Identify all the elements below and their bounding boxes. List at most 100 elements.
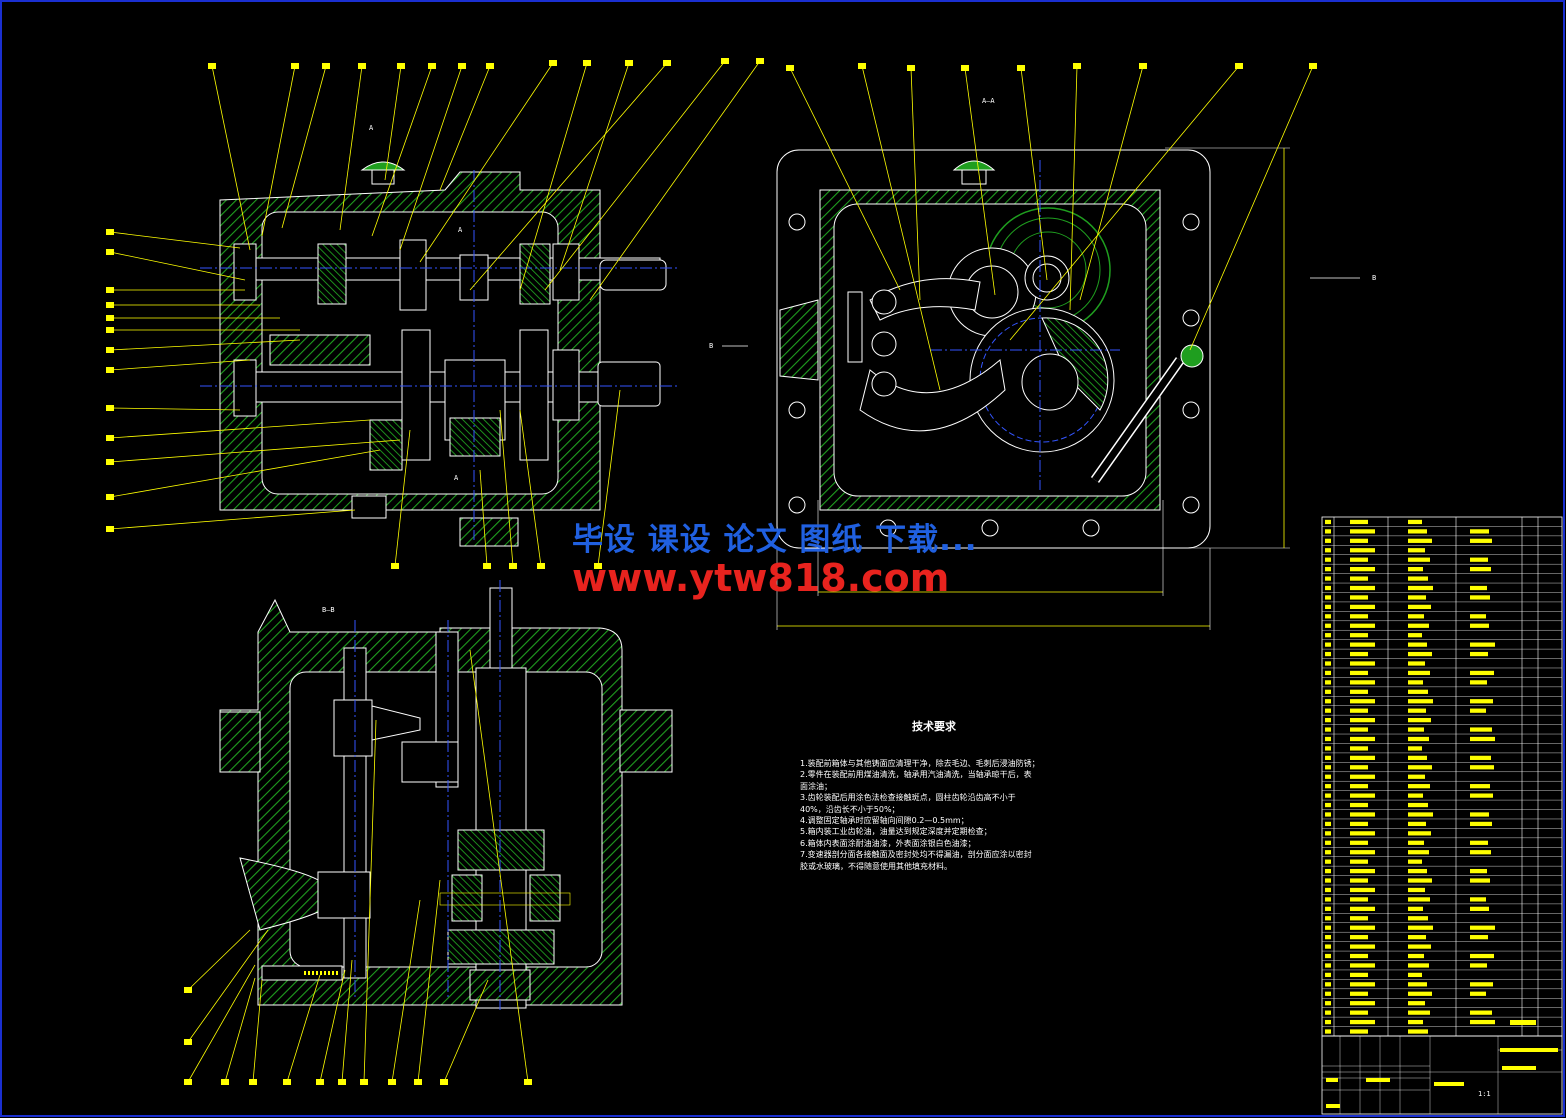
bom-cell-text [1408, 991, 1432, 996]
title-block-scale: 1:1 [1478, 1090, 1491, 1098]
parts-list-table [1321, 516, 1563, 1115]
bom-index [1325, 944, 1331, 949]
bom-index [1325, 831, 1331, 836]
bom-index [1325, 925, 1331, 930]
bom-index [1325, 868, 1331, 874]
bom-cell-text [1350, 1019, 1375, 1025]
bom-cell-text [1350, 595, 1368, 600]
bom-index [1325, 604, 1331, 610]
bom-index [1325, 935, 1331, 940]
bom-index [1325, 774, 1331, 779]
section-a-label-3: A [454, 474, 459, 482]
bom-index [1325, 906, 1331, 911]
bom-cell-text [1470, 925, 1495, 930]
section-a-label-2: A [458, 226, 463, 234]
bom-index [1325, 699, 1331, 704]
bom-cell-text [1470, 935, 1488, 940]
bom-cell-text [1470, 982, 1493, 987]
bom-cell-text [1350, 727, 1368, 732]
bom-index [1325, 887, 1331, 893]
tech-note-line: 3.齿轮装配后用涂色法检查接触斑点，圆柱齿轮沿齿高不小于 [800, 793, 1016, 803]
bom-cell-text [1408, 567, 1423, 572]
tech-note-line: 4.调整固定轴承时应留轴向间隙0.2—0.5mm； [800, 816, 969, 826]
bom-cell-text [1350, 953, 1368, 959]
leader-line [286, 974, 321, 1083]
bom-cell-text [1470, 727, 1492, 732]
bom-cell-text [1408, 821, 1426, 827]
bom-cell-text [1408, 982, 1427, 987]
bom-index [1325, 548, 1331, 553]
bom-cell-text [1408, 916, 1428, 921]
bom-cell-text [1408, 614, 1424, 619]
leader-line [261, 65, 296, 237]
leader-line [109, 449, 381, 498]
leader-line [109, 359, 251, 371]
bom-cell-text [1350, 689, 1368, 694]
leader-line [519, 62, 588, 291]
title-block-text [1500, 1048, 1558, 1052]
bom-cell-text [1350, 680, 1375, 685]
bom-cell-text [1408, 859, 1422, 864]
bom-index [1325, 1019, 1331, 1025]
bom-cell-text [1350, 916, 1368, 921]
tech-note-line: 5.箱内装工业齿轮油，油量达到规定深度并定期检查； [800, 827, 992, 837]
leader-line [589, 60, 761, 301]
bom-cell-text [1470, 755, 1491, 760]
leader-line [544, 60, 726, 291]
bom-cell-text [1408, 944, 1431, 949]
leader-line [597, 389, 621, 567]
bom-cell-text [1350, 774, 1375, 779]
leader-line [1069, 65, 1078, 311]
bom-index [1325, 953, 1331, 959]
bom-cell-text [1408, 708, 1426, 713]
technical-requirements-title: 技术要求 [912, 720, 956, 733]
bom-cell-text [1350, 633, 1368, 638]
bom-index [1325, 793, 1331, 798]
bom-cell-text [1408, 746, 1422, 751]
bom-cell-text [1470, 765, 1494, 770]
bom-cell-text [1470, 567, 1491, 572]
leader-line [109, 439, 401, 463]
leader-line [419, 62, 554, 263]
bom-cell-text [1408, 661, 1425, 666]
bom-cell-text [1408, 736, 1429, 742]
bom-cell-text [1470, 963, 1487, 968]
bom-cell-text [1408, 887, 1425, 893]
bom-cell-text [1408, 1001, 1425, 1006]
bom-cell-text [1408, 717, 1431, 723]
bom-cell-text [1350, 614, 1368, 619]
tech-note-line: 面涂油； [800, 781, 832, 791]
section-aa-label: A—A [982, 97, 995, 105]
bom-index [1325, 821, 1331, 827]
bom-cell-text [1470, 680, 1487, 685]
bom-cell-text [1408, 529, 1427, 534]
bom-cell-text [1350, 548, 1375, 553]
bom-cell-text [1408, 878, 1432, 883]
bom-cell-text [1470, 708, 1486, 713]
bom-index [1325, 595, 1331, 600]
title-block-text [1502, 1066, 1536, 1070]
leader-line [1189, 65, 1314, 351]
bom-index [1325, 717, 1331, 723]
tech-note-line: 6.箱体内表面涂耐油油漆，外表面涂银白色油漆； [800, 838, 976, 848]
watermark-text: 毕设 课设 论文 图纸 下载... [572, 522, 978, 558]
bom-cell-text [1350, 878, 1368, 883]
bom-cell-text [1350, 906, 1375, 911]
bom-cell-text [1408, 765, 1432, 770]
bom-cell-text [1470, 1010, 1492, 1015]
bom-cell-text [1408, 1029, 1428, 1034]
bom-index [1325, 850, 1331, 855]
bom-index [1325, 972, 1331, 978]
bom-cell-text [1408, 868, 1427, 874]
bom-cell-text [1350, 840, 1368, 845]
bom-cell-text [1408, 802, 1428, 808]
bom-cell-text [1408, 755, 1427, 760]
bom-index [1325, 991, 1331, 996]
bom-cell-text [1350, 925, 1375, 930]
bom-cell-text [1408, 784, 1430, 789]
bom-cell-text [1350, 850, 1375, 855]
bom-cell-text [1470, 784, 1490, 789]
leader-line [469, 649, 529, 1083]
bom-cell-text [1350, 567, 1375, 572]
bom-cell-text [1470, 840, 1488, 845]
